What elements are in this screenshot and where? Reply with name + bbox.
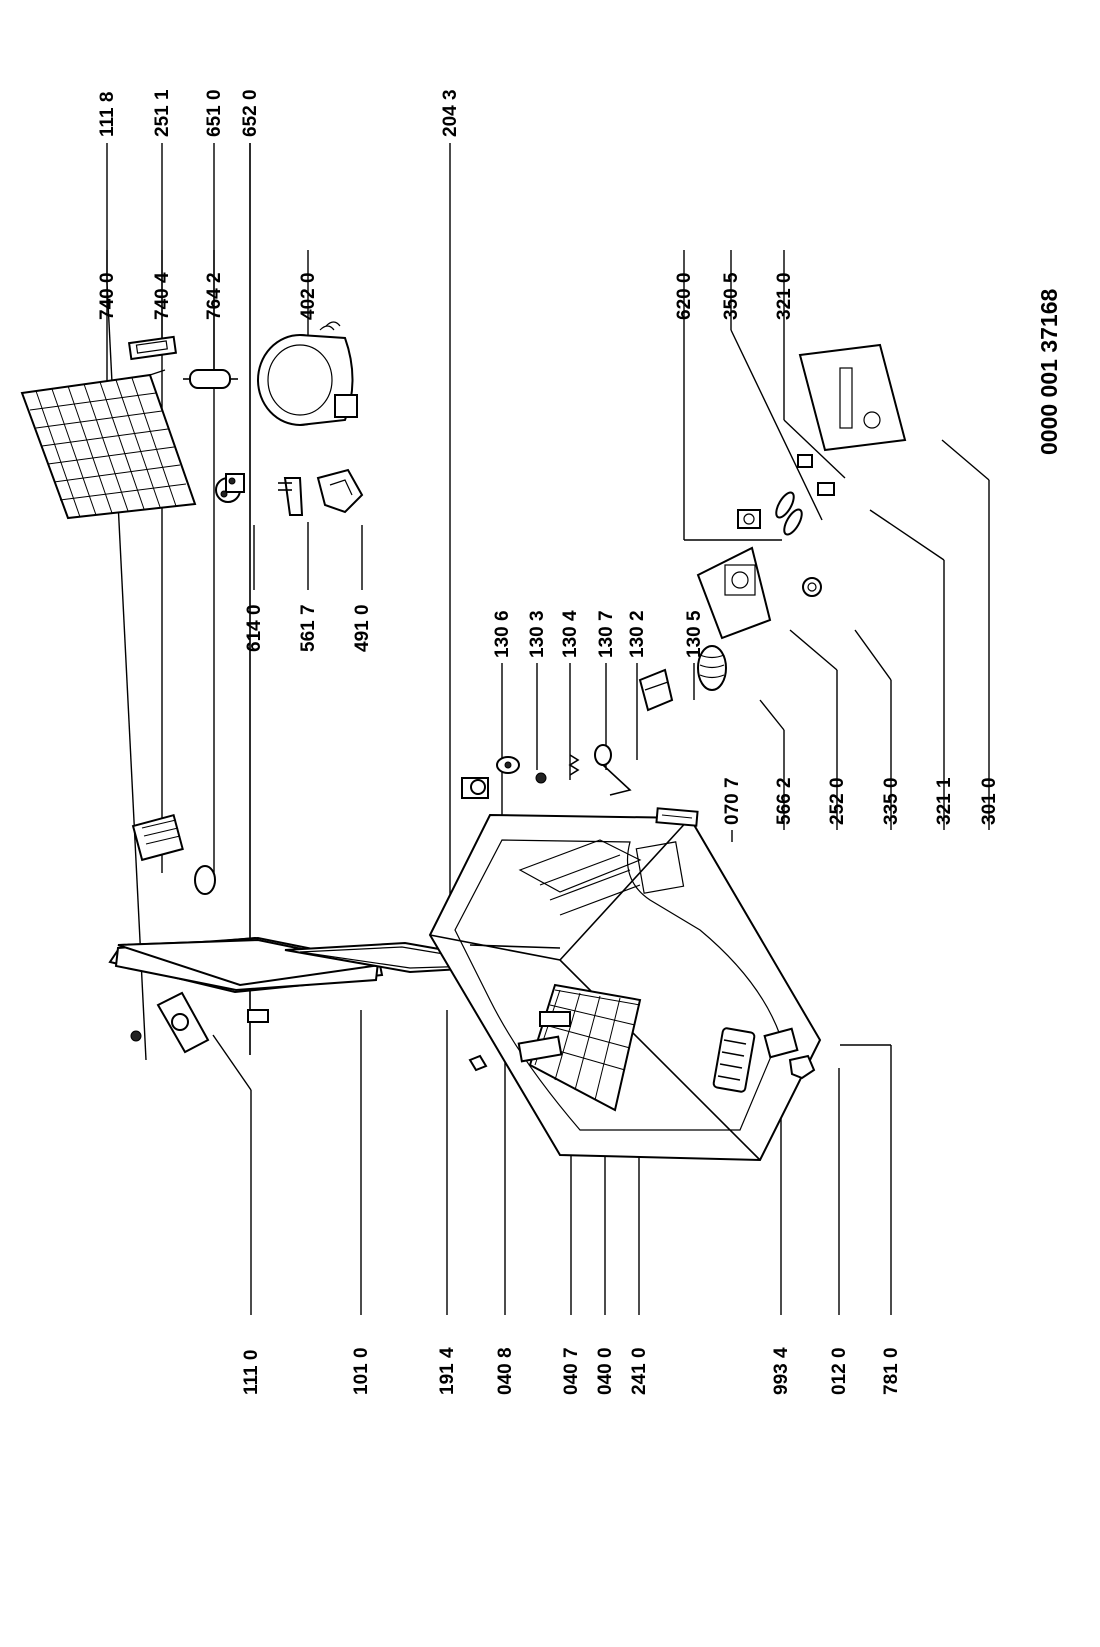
cover-part-491-0 (316, 468, 364, 514)
label-652-0: 652 0 (240, 89, 261, 137)
svg-text:111 8: 111 8 (97, 92, 118, 137)
part-130-5 (638, 668, 674, 712)
condenser-coil (20, 369, 197, 520)
knob-335-0 (802, 577, 822, 597)
lamp-bulb-651-0 (194, 865, 216, 895)
part-130-7 (568, 754, 580, 776)
plate-070-7 (655, 807, 699, 827)
clip-part-740-4 (127, 335, 178, 361)
screw-040-8 (468, 1054, 488, 1072)
label-614-0: 614 0 (244, 604, 265, 652)
label-130-7: 130 7 (596, 610, 617, 658)
label-781-0: 781 0 (881, 1347, 902, 1395)
leader-lines (106, 143, 990, 1315)
plug-111-8 (130, 1030, 142, 1042)
svg-text:993 4: 993 4 (771, 1347, 792, 1395)
hinge-040-7 (517, 1035, 563, 1063)
svg-text:651 0: 651 0 (204, 89, 225, 137)
control-panel-301-0 (798, 343, 907, 452)
label-993-4: 993 4 (771, 1347, 792, 1395)
svg-text:491 0: 491 0 (352, 604, 373, 652)
label-130-6: 130 6 (492, 610, 513, 658)
hinge-040-0 (539, 1011, 571, 1027)
label-130-5: 130 5 (684, 610, 705, 658)
drier-filter (183, 369, 238, 389)
thermostat-566-2 (697, 645, 727, 691)
svg-text:130 7: 130 7 (596, 610, 617, 658)
svg-text:652 0: 652 0 (240, 89, 261, 137)
svg-text:130 5: 130 5 (684, 610, 705, 658)
svg-text:251 1: 251 1 (152, 89, 173, 137)
label-111-8: 111 8 (97, 92, 118, 137)
relay-part-614-0 (215, 473, 245, 503)
label-491-0: 491 0 (352, 604, 373, 652)
lamp-cover-251-1 (131, 813, 184, 862)
svg-text:241 0: 241 0 (629, 1347, 650, 1395)
svg-text:0000 001 37168: 0000 001 37168 (1036, 289, 1062, 455)
label-651-0: 651 0 (204, 89, 225, 137)
label-040-7: 040 7 (561, 1347, 582, 1395)
clamp-part-561-7 (278, 477, 304, 516)
svg-text:130 3: 130 3 (527, 610, 548, 658)
svg-text:070 7: 070 7 (722, 777, 743, 825)
label-040-8: 040 8 (495, 1347, 516, 1395)
part-620-0 (737, 509, 761, 529)
box-781-0 (763, 1027, 799, 1059)
part-130-3 (496, 756, 520, 774)
svg-text:040 7: 040 7 (561, 1347, 582, 1395)
svg-text:130 6: 130 6 (492, 610, 513, 658)
svg-text:040 8: 040 8 (495, 1347, 516, 1395)
label-204-3: 204 3 (440, 89, 461, 137)
label-012-0: 012 0 (829, 1347, 850, 1395)
label-101-0: 101 0 (351, 1347, 372, 1395)
indicator-321-1 (817, 482, 835, 496)
cabinet (428, 813, 822, 1162)
svg-text:101 0: 101 0 (351, 1347, 372, 1395)
label-130-3: 130 3 (527, 610, 548, 658)
svg-text:111 0: 111 0 (241, 1350, 262, 1395)
label-130-2: 130 2 (627, 610, 648, 658)
svg-text:040 0: 040 0 (595, 1347, 616, 1395)
compressor (257, 321, 358, 426)
lid-hinge-111-0 (156, 991, 210, 1054)
vent-grille-993-4 (712, 1027, 756, 1093)
svg-text:781 0: 781 0 (881, 1347, 902, 1395)
label-040-0: 040 0 (595, 1347, 616, 1395)
part-130-2 (594, 744, 632, 796)
svg-text:191 4: 191 4 (437, 1347, 458, 1395)
svg-text:614 0: 614 0 (244, 604, 265, 652)
part-130-4 (535, 772, 547, 784)
svg-text:130 4: 130 4 (560, 610, 581, 658)
label-241-0: 241 0 (629, 1347, 650, 1395)
label-130-4: 130 4 (560, 610, 581, 658)
label-111-0: 111 0 (241, 1350, 262, 1395)
label-191-4: 191 4 (437, 1347, 458, 1395)
label-561-7: 561 7 (298, 604, 319, 652)
foot-012-0 (788, 1054, 816, 1080)
control-housing-252-0 (696, 546, 772, 640)
svg-text:130 2: 130 2 (627, 610, 648, 658)
label-070-7: 070 7 (722, 777, 743, 825)
svg-text:561 7: 561 7 (298, 604, 319, 652)
document-code: 0000 001 37168 (1036, 289, 1062, 455)
label-251-1: 251 1 (152, 89, 173, 137)
svg-text:012 0: 012 0 (829, 1347, 850, 1395)
svg-text:204 3: 204 3 (440, 89, 461, 137)
part-350-5 (775, 491, 803, 536)
indicator-321-0 (797, 454, 813, 468)
part-204-3 (461, 777, 489, 799)
